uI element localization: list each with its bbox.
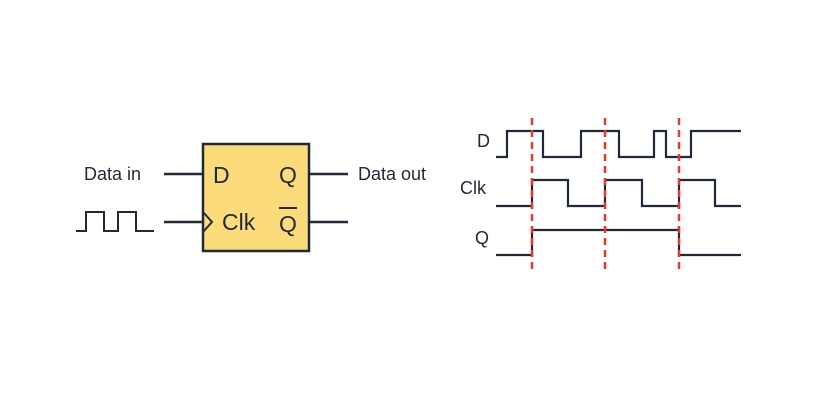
data-out-label: Data out — [358, 164, 426, 184]
q-output-label: Q — [279, 162, 297, 188]
flip-flop-block-group: Data in D Q Clk Q Data out — [76, 142, 426, 253]
clock-edge-triangle — [202, 211, 214, 233]
flip-flop-block — [201, 142, 311, 253]
timing-label-q: Q — [475, 228, 489, 248]
clk-waveform — [496, 178, 741, 208]
clk-input-label: Clk — [222, 209, 256, 235]
qbar-output-label: Q — [279, 211, 297, 237]
clock-waveform-icon — [76, 211, 154, 232]
data-in-label: Data in — [84, 164, 141, 184]
timing-label-d: D — [477, 131, 490, 151]
timing-label-clk: Clk — [460, 178, 487, 198]
timing-diagram: D Clk Q — [460, 118, 741, 270]
d-input-label: D — [213, 162, 230, 188]
